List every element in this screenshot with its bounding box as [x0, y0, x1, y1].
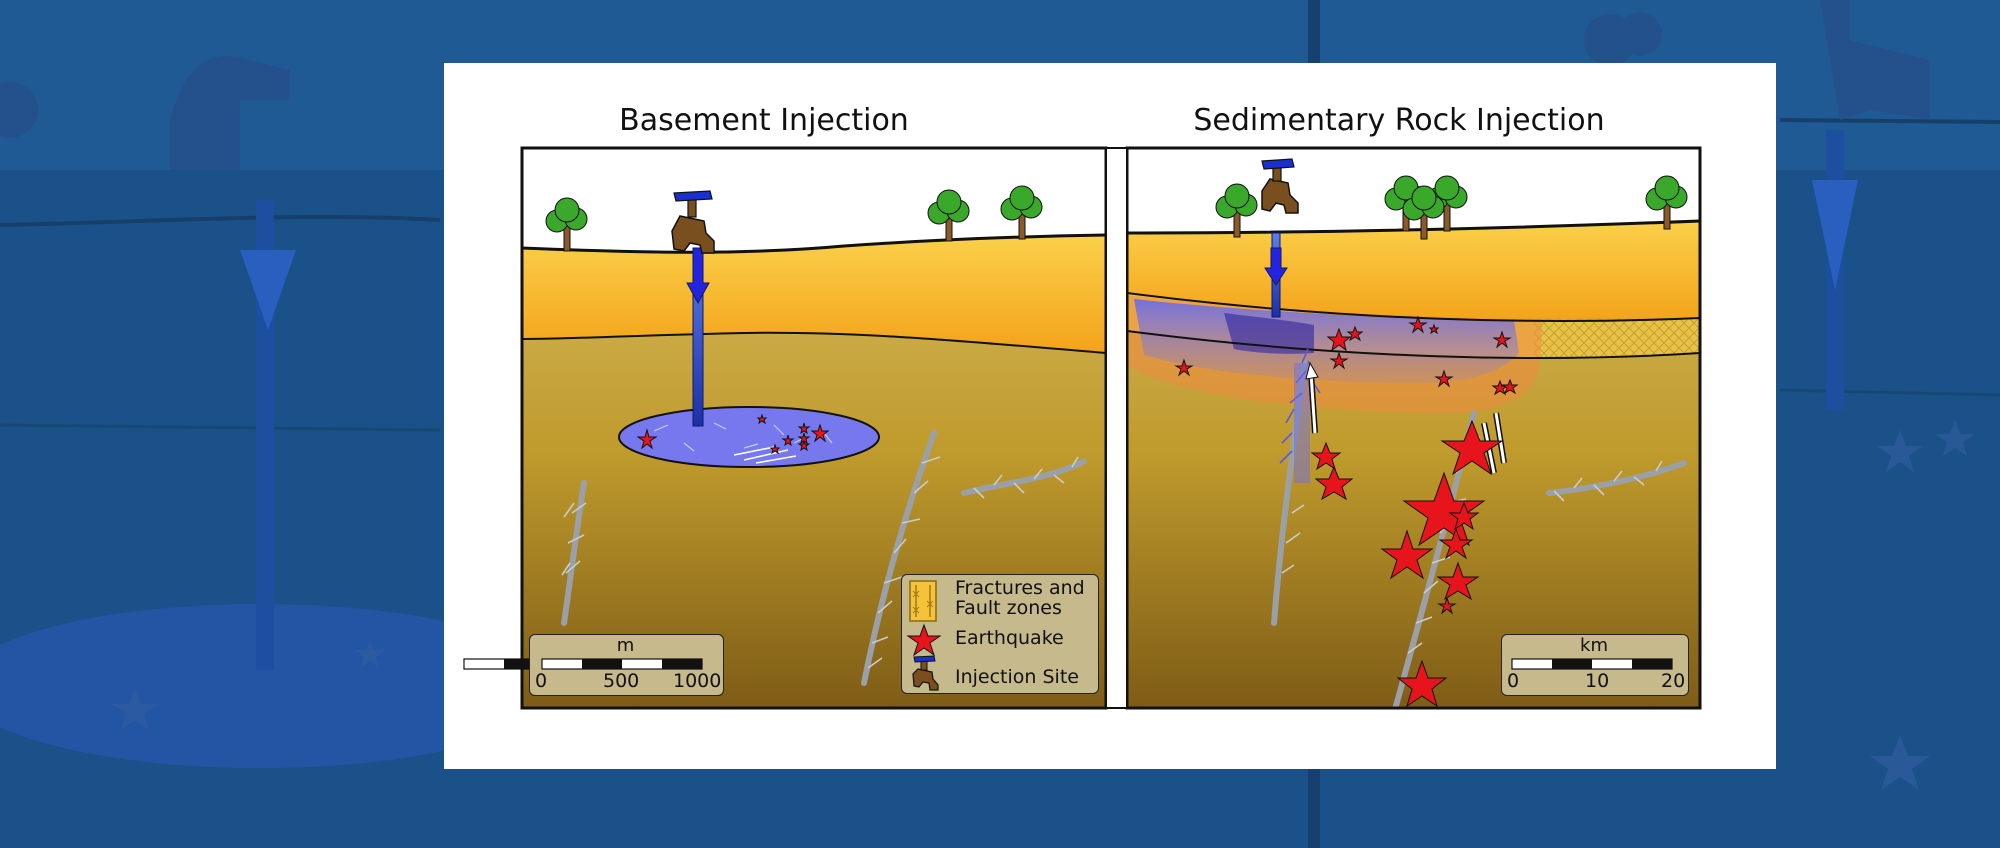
earthquake-icons: [636, 413, 830, 455]
left-scale-tick-0: 0: [535, 670, 548, 692]
left-scale-tick-2: 1000: [673, 670, 722, 692]
right-scale-tick-1: 10: [1585, 670, 1610, 692]
left-scale-labels: m 0 500 1000: [529, 634, 722, 694]
tree-icon: [1000, 185, 1043, 240]
tree-icon: [545, 197, 588, 252]
injection-arrow: [686, 247, 710, 305]
legend-injection-site: Injection Site: [955, 666, 1079, 688]
left-panel-title: Basement Injection: [619, 103, 909, 138]
earthquake-icons: [1174, 315, 1519, 708]
injection-site-legend-icon: [912, 655, 939, 691]
tree-icon: [927, 189, 970, 242]
left-scale-unit: m: [616, 635, 635, 656]
tree-icon: [1402, 185, 1445, 240]
right-panel-title: Sedimentary Rock Injection: [1193, 103, 1605, 138]
right-scale-labels: km 0 10 20: [1501, 634, 1687, 694]
earthquake-legend-icon: [906, 623, 942, 657]
left-scale-tick-1: 500: [603, 670, 640, 692]
right-scale-tick-0: 0: [1507, 670, 1520, 692]
injection-site-icon: [1261, 158, 1299, 214]
legend-earthquake: Earthquake: [955, 627, 1064, 649]
tree-icon: [1645, 175, 1688, 230]
right-panel-scene: [1127, 148, 1700, 708]
legend: Fractures and Fault zones Earthquake Inj…: [901, 574, 1099, 694]
fracture-zone-icon: [909, 580, 937, 622]
legend-fractures-line1: Fractures and: [955, 577, 1085, 599]
panel-divider: [1105, 147, 1128, 709]
right-scale-unit: km: [1580, 635, 1608, 656]
injection-site-icon: [671, 190, 715, 254]
basement-fluid-zone: [618, 406, 880, 468]
tree-icon: [1215, 183, 1258, 238]
figure-card: Basement Injection Sedimentary Rock Inje…: [444, 63, 1776, 769]
right-scale-tick-2: 20: [1661, 670, 1686, 692]
legend-fractures-line2: Fault zones: [955, 597, 1062, 619]
